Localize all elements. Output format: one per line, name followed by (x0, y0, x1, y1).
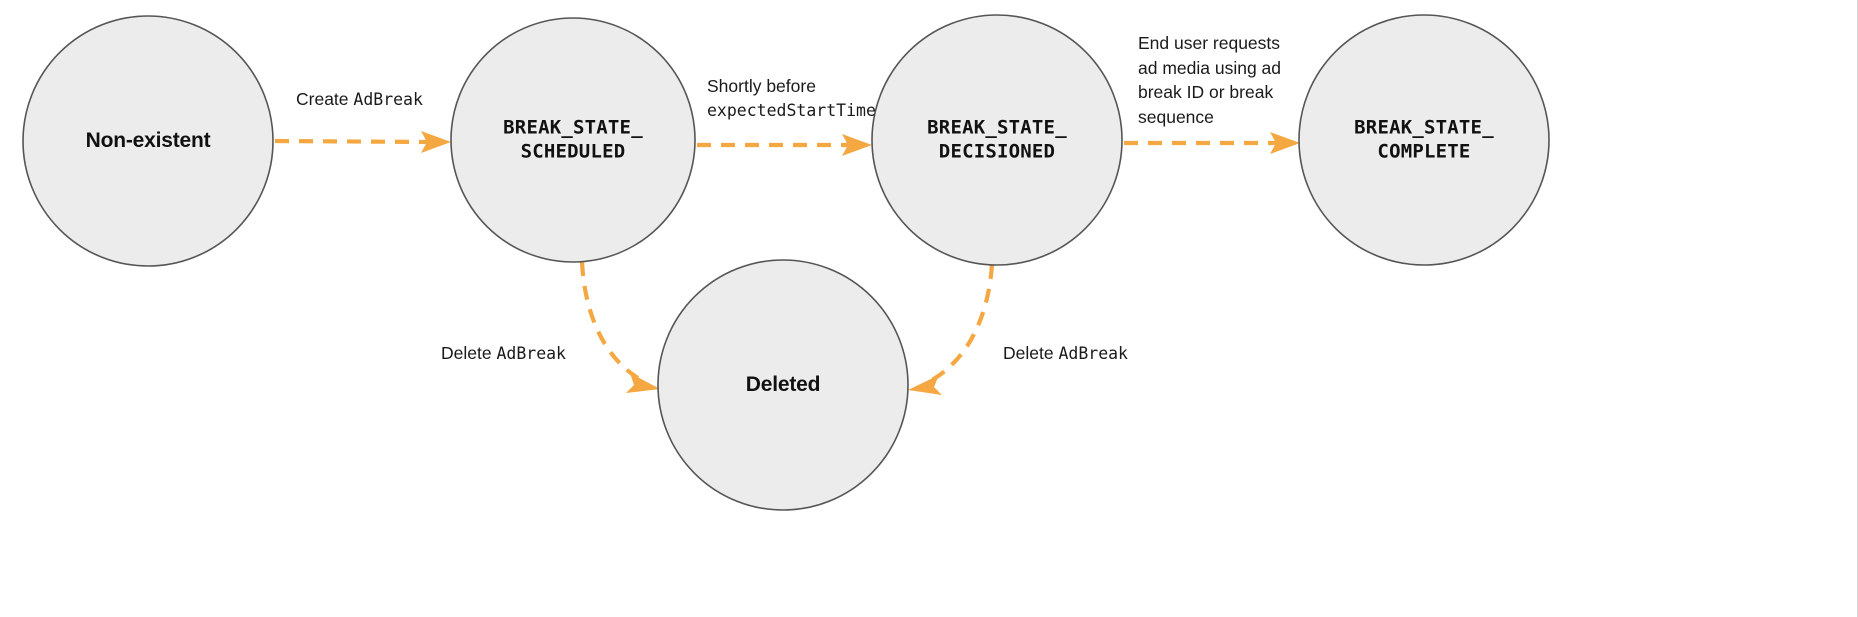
edge-label-decisioned-to-deleted-entity: AdBreak (1058, 344, 1128, 363)
edge-decisioned-to-complete-arrowhead (1270, 132, 1300, 154)
edge-scheduled-to-decisioned-arrowhead (842, 134, 872, 156)
edge-label-decisioned-to-deleted-verb: Delete (1003, 343, 1059, 363)
edge-label-create-adbreak-verb: Create (296, 89, 354, 109)
edge-label-scheduled-to-deleted-entity: AdBreak (496, 344, 566, 363)
node-non-existent[interactable] (22, 15, 274, 267)
edge-label-scheduled-to-deleted: Delete AdBreak (441, 341, 566, 366)
edge-decisioned-to-complete (1124, 132, 1300, 154)
edge-label-decisioned-to-complete: End user requests ad media using ad brea… (1138, 33, 1282, 127)
node-break-state-scheduled[interactable] (450, 17, 696, 263)
edge-label-decisioned-to-deleted: Delete AdBreak (1003, 341, 1128, 366)
edge-decisioned-to-deleted-line (930, 264, 995, 382)
edge-decisioned-to-deleted-arrowhead (908, 375, 942, 395)
edge-label-create-adbreak: Create AdBreak (296, 87, 423, 112)
edge-decisioned-to-deleted (908, 264, 995, 395)
edge-scheduled-to-deleted-line (579, 261, 640, 380)
edge-create-adbreak-line (274, 138, 433, 145)
edge-create-adbreak-arrowhead (421, 131, 451, 153)
edge-label-scheduled-to-decisioned-line2: expectedStartTime (707, 100, 876, 120)
edge-create-adbreak (274, 131, 451, 153)
node-deleted[interactable] (657, 259, 909, 511)
edge-label-scheduled-to-decisioned-line1: Shortly before (707, 76, 816, 96)
edge-scheduled-to-deleted (579, 261, 660, 393)
node-break-state-complete[interactable] (1298, 14, 1550, 266)
edge-scheduled-to-decisioned (697, 134, 872, 156)
edge-label-scheduled-to-decisioned: Shortly before expectedStartTime (707, 74, 876, 122)
edge-scheduled-to-deleted-arrowhead (626, 373, 660, 393)
node-break-state-decisioned[interactable] (871, 14, 1123, 266)
edge-label-create-adbreak-entity: AdBreak (353, 90, 423, 109)
edge-label-scheduled-to-deleted-verb: Delete (441, 343, 497, 363)
